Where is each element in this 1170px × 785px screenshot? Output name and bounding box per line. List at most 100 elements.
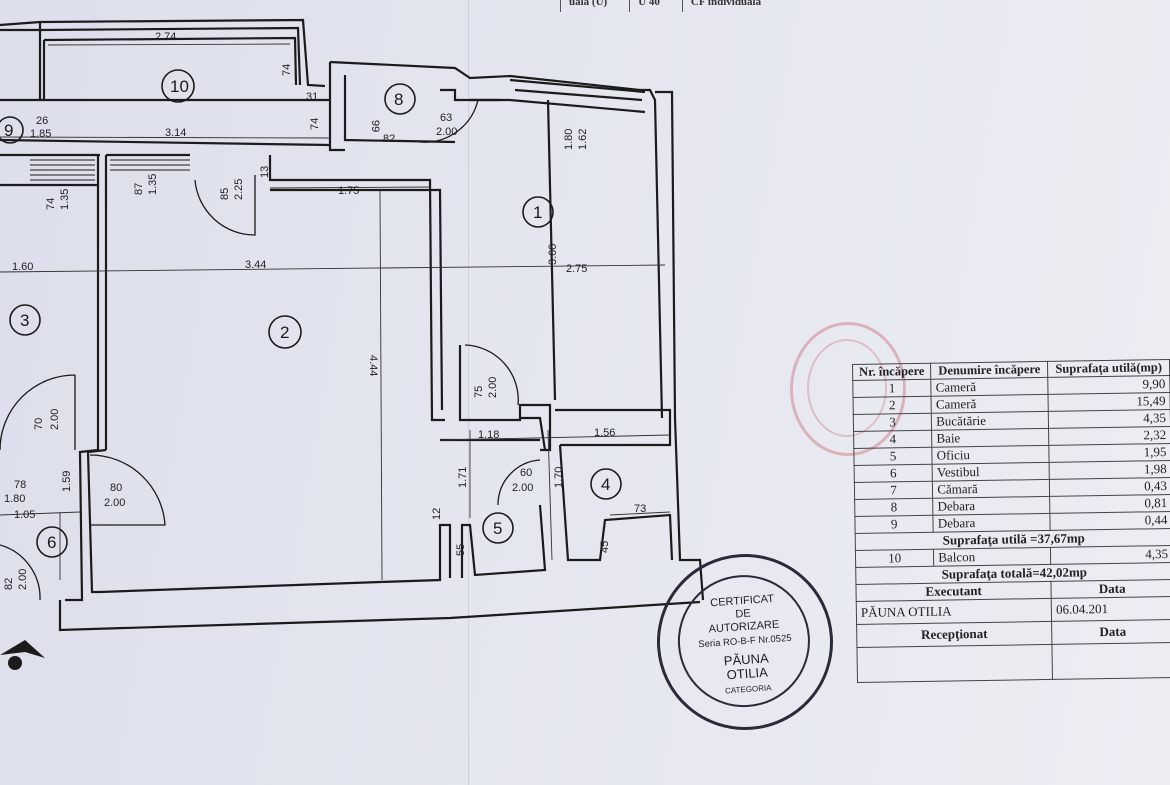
dim-label: 2.00 — [49, 409, 61, 430]
dim-label: 74 — [281, 64, 293, 76]
dim-label: 3.14 — [165, 127, 186, 139]
dim-label: 31 — [306, 91, 318, 103]
row-nr: 4 — [853, 430, 933, 449]
dim-label: 2.00 — [17, 569, 29, 590]
stair-hatch — [30, 159, 190, 181]
dim-label: 45 — [599, 541, 611, 553]
red-seal-stamp — [790, 322, 906, 456]
dimension-lines — [0, 43, 671, 581]
row-area: 1,95 — [1048, 443, 1170, 463]
dim-label: 82 — [383, 133, 395, 145]
row-area: 0,43 — [1049, 477, 1170, 497]
dim-label: 12 — [431, 508, 443, 520]
dim-label: 1.18 — [478, 429, 499, 441]
room-label-3: 3 — [20, 311, 29, 330]
col-header-nr: Nr. încăpere — [852, 363, 932, 381]
date-label: Data — [1051, 579, 1170, 599]
row-area: 1,98 — [1049, 460, 1170, 480]
dim-label: 74 — [45, 198, 57, 210]
row-nr: 5 — [853, 447, 933, 466]
executant-name: PĂUNA OTILIA — [856, 598, 1052, 625]
row-name: Oficiu — [932, 445, 1050, 465]
room-label-9: 9 — [4, 121, 13, 140]
room-label-1: 1 — [533, 203, 542, 222]
row-nr: 7 — [854, 481, 933, 500]
dim-label: 70 — [33, 418, 45, 430]
received-label: Recepţionat — [856, 621, 1053, 648]
dim-label: 4.44 — [367, 355, 379, 376]
row-name: Cămară — [932, 479, 1050, 499]
executant-date: 06.04.201 — [1051, 596, 1170, 622]
dim-label: 2.00 — [487, 377, 499, 398]
dim-label: 75 — [473, 386, 485, 398]
dim-label: 99 — [369, 120, 381, 132]
dim-label: 2.25 — [233, 179, 245, 200]
dim-label: 1.75 — [338, 185, 359, 197]
row-nr: 10 — [855, 549, 934, 568]
header-strip: uala (U) U 40 CF individuala — [560, 0, 783, 12]
row-nr: 2 — [853, 396, 932, 415]
row-name: Baie — [931, 428, 1049, 448]
paper-fold — [468, 0, 471, 785]
dim-label: 1.05 — [14, 509, 35, 521]
dim-label: 1.60 — [12, 261, 33, 273]
row-name: Cameră — [931, 394, 1049, 414]
header-cell: U 40 — [629, 0, 682, 12]
entrance-arrow-icon — [0, 640, 45, 670]
walls — [0, 18, 705, 632]
row-name: Balcon — [933, 547, 1051, 567]
room-label-2: 2 — [280, 323, 289, 342]
row-nr: 3 — [853, 413, 932, 432]
row-area: 4,35 — [1050, 545, 1170, 565]
row-name: Cameră — [931, 377, 1049, 397]
dimension-labels: 2.74 74 31 74 26 1.85 3.14 74 1.35 87 1.… — [3, 31, 646, 590]
room-label-6: 6 — [47, 533, 56, 552]
row-area: 0,81 — [1049, 494, 1170, 514]
dim-label: 13 — [259, 166, 271, 178]
dim-label: 87 — [133, 183, 145, 195]
row-name: Vestibul — [932, 462, 1050, 482]
room-label-10: 10 — [170, 77, 189, 96]
room-label-8: 8 — [394, 90, 403, 109]
door-arcs — [0, 99, 541, 601]
row-nr: 9 — [854, 515, 934, 534]
dim-label: 63 — [440, 112, 452, 124]
row-name: Debara — [933, 513, 1051, 533]
area-table: Nr. încăpere Denumire încăpere Suprafaţa… — [852, 359, 1170, 683]
col-header-name: Denumire încăpere — [930, 361, 1048, 380]
room-label-5: 5 — [493, 519, 502, 538]
dim-label: 73 — [634, 503, 646, 515]
dim-label: 3.60 — [547, 244, 559, 265]
room-circles — [0, 69, 622, 558]
dim-label: 1.59 — [61, 471, 73, 492]
row-area: 15,49 — [1048, 392, 1170, 412]
dim-label: 1.35 — [147, 174, 159, 195]
row-area: 4,35 — [1048, 409, 1170, 429]
row-name: Debara — [932, 496, 1051, 516]
dim-label: 1.80 — [4, 493, 25, 505]
row-name: Bucătărie — [931, 411, 1049, 431]
received-signature-cell — [856, 644, 1053, 683]
header-cell: uala (U) — [560, 0, 629, 12]
row-nr: 1 — [852, 379, 932, 398]
dim-label: 3.44 — [245, 259, 266, 271]
dim-label: 2.75 — [566, 263, 587, 275]
col-header-area: Suprafaţa utilă(mp) — [1047, 359, 1170, 378]
dim-label: 82 — [3, 578, 15, 590]
dim-label: 26 — [36, 115, 48, 127]
dim-label: 2.74 — [155, 31, 176, 43]
header-cell: CF individuala — [681, 0, 783, 12]
dim-label: 2.00 — [436, 126, 457, 138]
dim-label: 80 — [110, 482, 122, 494]
dim-label: 1.71 — [457, 467, 469, 488]
received-date-cell — [1052, 642, 1170, 680]
dim-label: 1.80 — [563, 129, 575, 150]
row-nr: 6 — [854, 464, 933, 483]
dim-label: 2.00 — [512, 482, 533, 494]
dim-label: 1.85 — [30, 128, 51, 140]
row-area: 0,44 — [1050, 511, 1170, 531]
dim-label: 55 — [455, 544, 467, 556]
row-area: 9,90 — [1047, 375, 1170, 395]
